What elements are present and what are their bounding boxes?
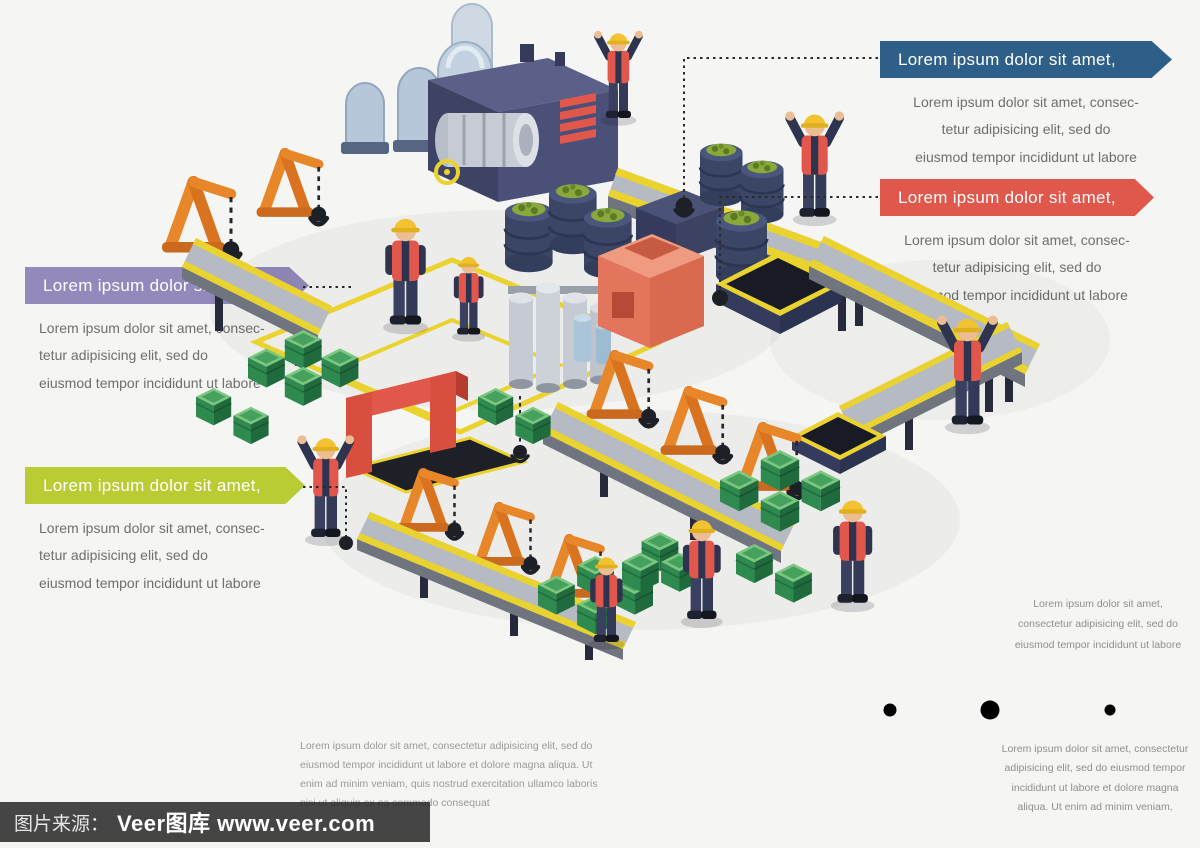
watermark-brand: Veer图库 www.veer.com (117, 811, 376, 836)
callout-blue-body: Lorem ipsum dolor sit amet, consec- tetu… (913, 94, 1139, 165)
callout-red-title: Lorem ipsum dolor sit amet, (898, 188, 1116, 207)
watermark-bar: 图片来源： Veer图库 www.veer.com (0, 802, 430, 842)
callout-green-title: Lorem ipsum dolor sit amet, (43, 476, 261, 495)
bar-chart (20, 630, 288, 820)
airplane-diagram (883, 700, 1116, 720)
connector-claws (339, 197, 728, 550)
conveyor-left (162, 153, 332, 366)
press-machine (598, 234, 704, 348)
donut-chart (630, 650, 810, 830)
callout-green: Lorem ipsum dolor sit amet, Lorem ipsum … (25, 467, 305, 597)
plane-note-top: Lorem ipsum dolor sit amet, consectetur … (1014, 598, 1182, 651)
donut-rings (630, 650, 810, 830)
vat-2 (792, 412, 886, 474)
callout-red-ribbon: Lorem ipsum dolor sit amet, (880, 179, 1154, 216)
callout-green-body: Lorem ipsum dolor sit amet, consec- tetu… (39, 520, 265, 591)
machine-vents (560, 93, 596, 144)
center-machines (508, 234, 704, 393)
callout-green-ribbon: Lorem ipsum dolor sit amet, (25, 467, 305, 504)
callout-blue-title: Lorem ipsum dolor sit amet, (898, 50, 1116, 69)
callout-blue: Lorem ipsum dolor sit amet, Lorem ipsum … (880, 41, 1172, 171)
callout-blue-ribbon: Lorem ipsum dolor sit amet, (880, 41, 1172, 78)
callout-purple-body: Lorem ipsum dolor sit amet, consec- tetu… (39, 320, 265, 391)
callout-red: Lorem ipsum dolor sit amet, Lorem ipsum … (880, 179, 1154, 309)
plane-note-bottom: Lorem ipsum dolor sit amet, consectetur … (1001, 743, 1189, 814)
main-machine (428, 44, 618, 202)
hanging-claw (510, 396, 530, 464)
vat-1 (716, 252, 842, 334)
connector-lines (303, 57, 878, 536)
watermark-prefix: 图片来源： (14, 813, 110, 835)
conveyor-center-1 (543, 355, 805, 568)
arch-gate (346, 371, 529, 494)
